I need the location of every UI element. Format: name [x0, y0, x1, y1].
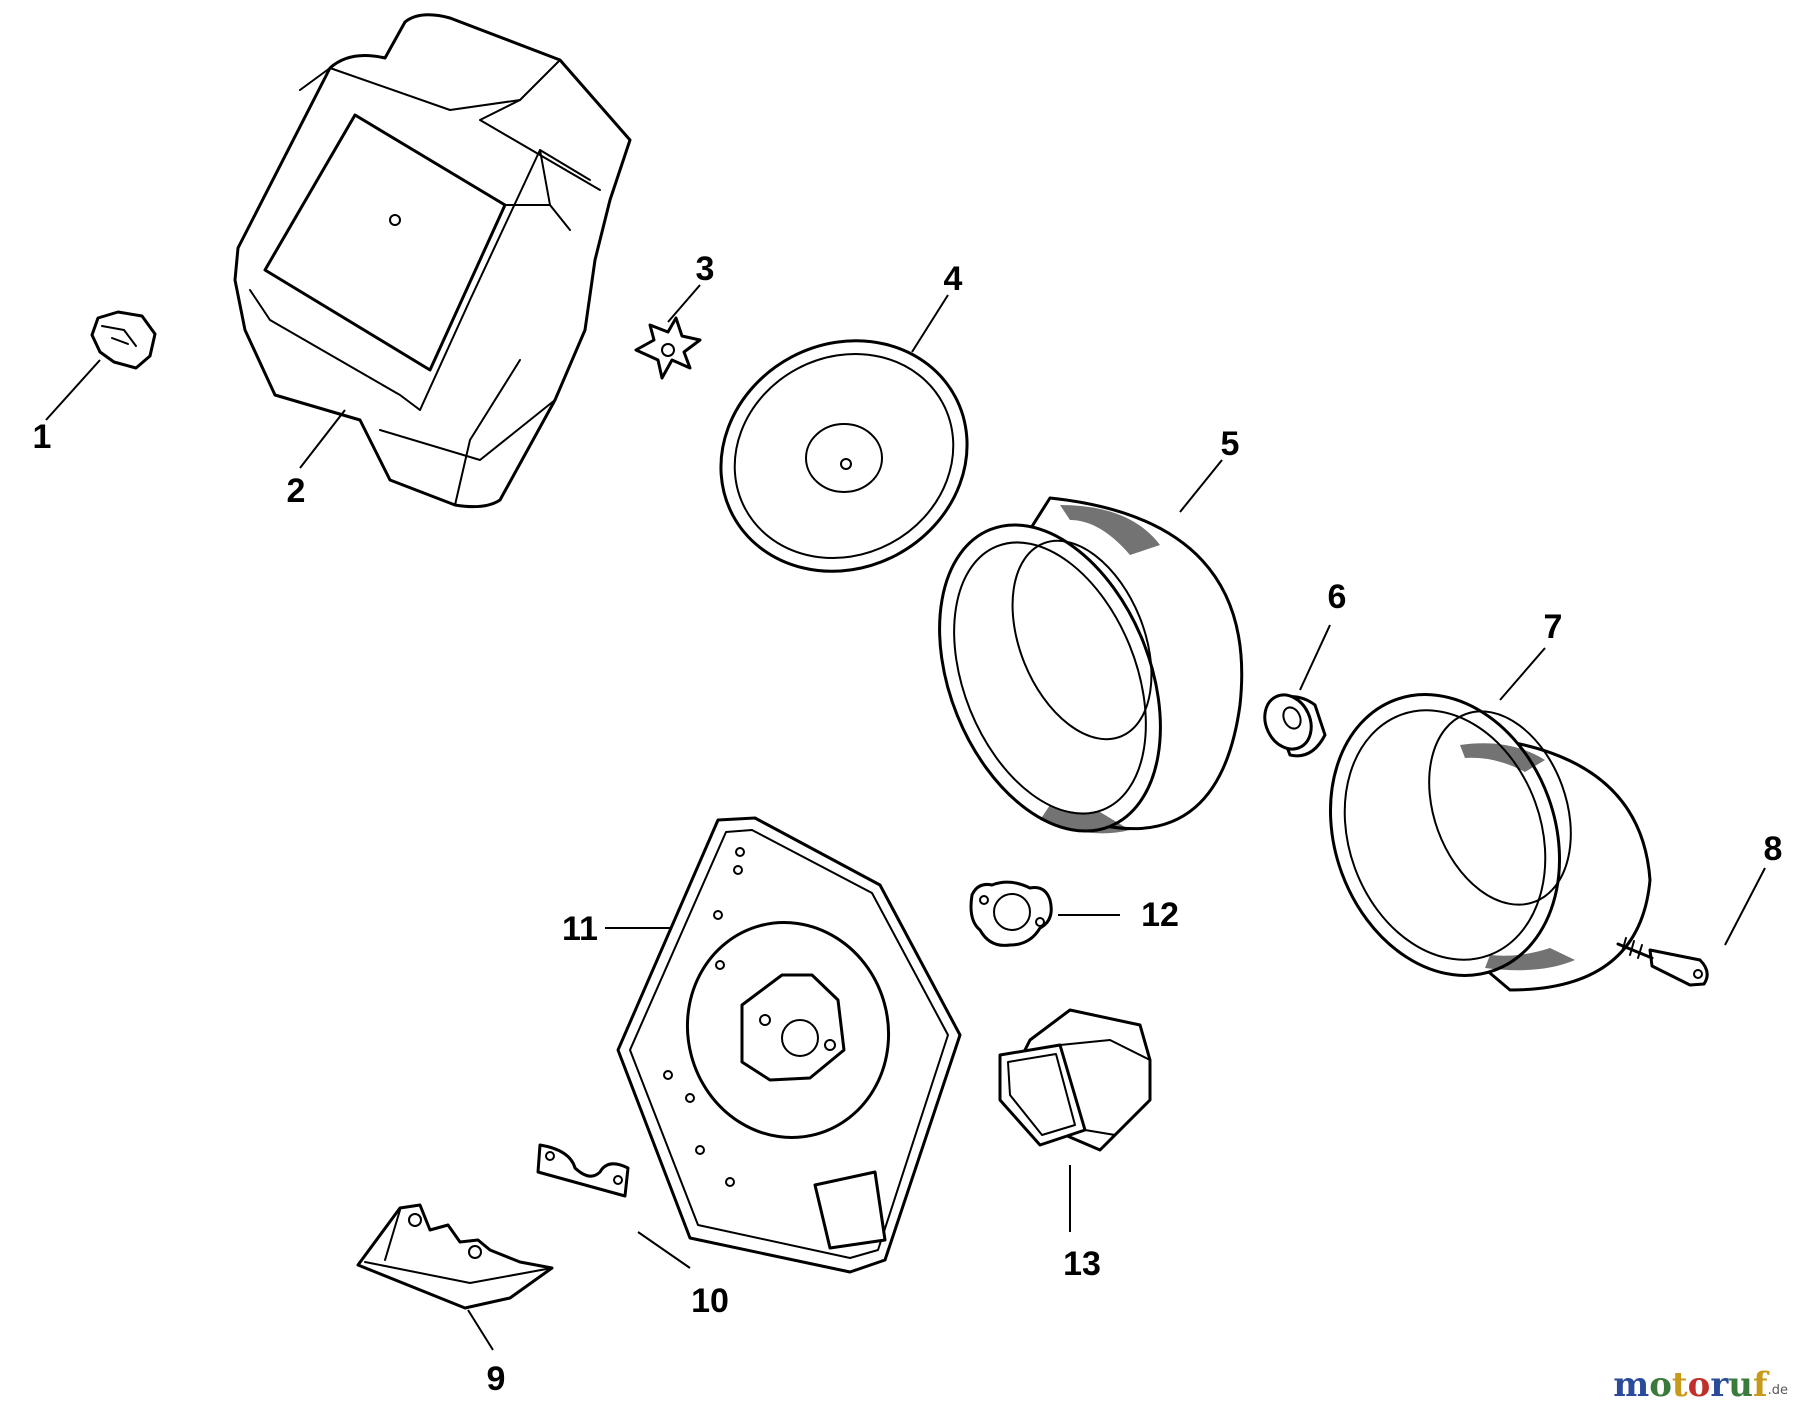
- callout-8: 8: [1764, 830, 1783, 868]
- callout-7: 7: [1544, 608, 1563, 646]
- part-9-bracket: [356, 1203, 554, 1310]
- watermark-letter: o: [1649, 1365, 1672, 1405]
- callout-6: 6: [1328, 578, 1347, 616]
- callout-2: 2: [287, 472, 306, 510]
- part-10-gasket-plate: [536, 1143, 630, 1198]
- watermark-suffix: .de: [1767, 1383, 1788, 1398]
- leader-8: [1724, 867, 1766, 946]
- part-11-base-plate: [616, 816, 962, 1274]
- leader-10: [637, 1231, 691, 1269]
- leader-9: [467, 1309, 494, 1351]
- part-8-bolt: [1616, 937, 1709, 987]
- callout-numbers: 1 2 3 4 5 6 7 8 9 10 11 12 13: [33, 250, 1783, 1398]
- watermark-letter: o: [1687, 1365, 1711, 1405]
- callout-9: 9: [487, 1360, 506, 1398]
- leader-4: [911, 294, 949, 353]
- leader-7: [1499, 647, 1546, 701]
- callout-4: 4: [944, 260, 963, 298]
- watermark-letter: t: [1671, 1365, 1688, 1405]
- leader-5: [1179, 459, 1223, 513]
- part-4-precleaner: [719, 339, 969, 573]
- watermark-letter: m: [1613, 1365, 1650, 1405]
- callout-11: 11: [562, 910, 598, 948]
- leader-1: [45, 359, 101, 421]
- leader-6: [1299, 624, 1331, 691]
- watermark-logo: motoruf.de: [1613, 1365, 1788, 1405]
- watermark-letter: f: [1752, 1365, 1768, 1405]
- part-6-spacer: [1263, 693, 1327, 758]
- part-5-filter-element: [938, 496, 1244, 834]
- leader-lines: [45, 284, 1766, 1351]
- part-1-clip: [90, 310, 157, 370]
- part-13-adapter: [998, 1008, 1152, 1152]
- callout-10: 10: [691, 1282, 729, 1320]
- callout-13: 13: [1063, 1245, 1101, 1283]
- part-2-cover: [233, 13, 632, 509]
- leader-3: [667, 284, 701, 323]
- callout-1: 1: [33, 418, 52, 456]
- part-7-outer-filter: [1329, 693, 1652, 992]
- part-3-wing-nut: [634, 316, 702, 380]
- part-12-gasket: [969, 880, 1053, 947]
- callout-3: 3: [696, 250, 715, 288]
- leader-2: [299, 409, 346, 469]
- callout-5: 5: [1221, 425, 1240, 463]
- callout-12: 12: [1141, 896, 1179, 934]
- watermark-letter: u: [1728, 1365, 1753, 1405]
- watermark-letter: r: [1710, 1365, 1729, 1405]
